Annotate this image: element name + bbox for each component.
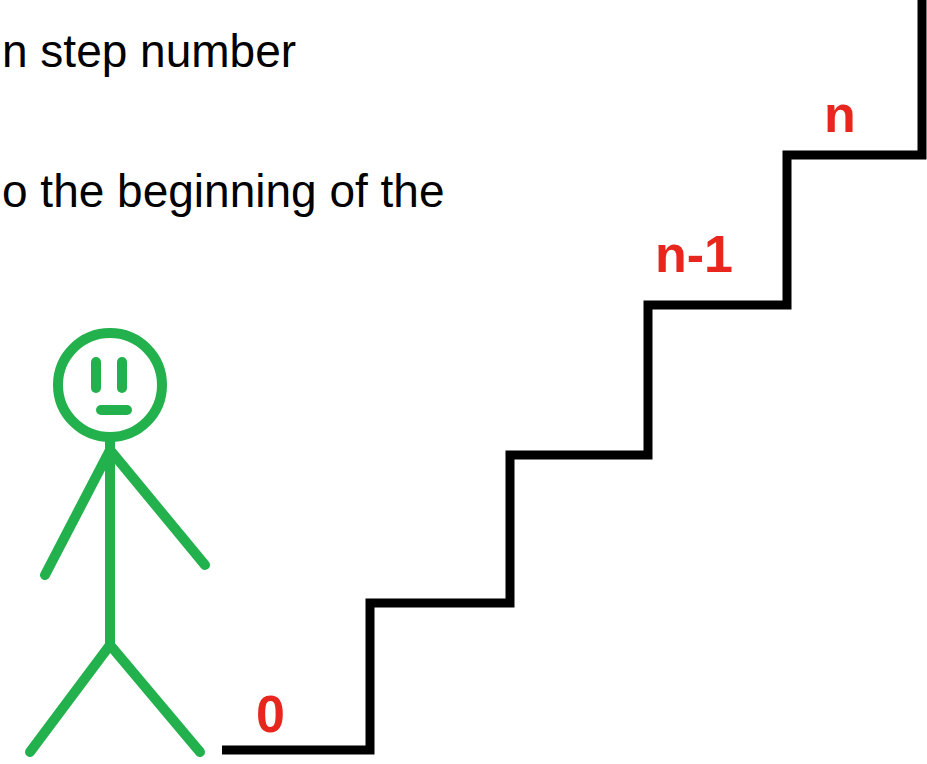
- figure-arm: [110, 450, 205, 565]
- step-number: n: [824, 88, 856, 140]
- stick-figure: [30, 333, 205, 752]
- figure-eye: [117, 362, 127, 388]
- step-number: 0: [256, 688, 285, 740]
- figure-eye: [91, 362, 101, 388]
- step-number: n-1: [655, 228, 733, 280]
- staircase: [222, 0, 922, 750]
- figure-mouth: [101, 405, 127, 415]
- figure-body: [105, 437, 115, 645]
- slide-text: o the beginning of the: [2, 168, 444, 214]
- slide-text: n step number: [2, 28, 296, 74]
- figure-leg: [110, 645, 200, 752]
- figure-head: [58, 333, 162, 437]
- figure-arm: [45, 450, 110, 575]
- figure-leg: [30, 645, 110, 752]
